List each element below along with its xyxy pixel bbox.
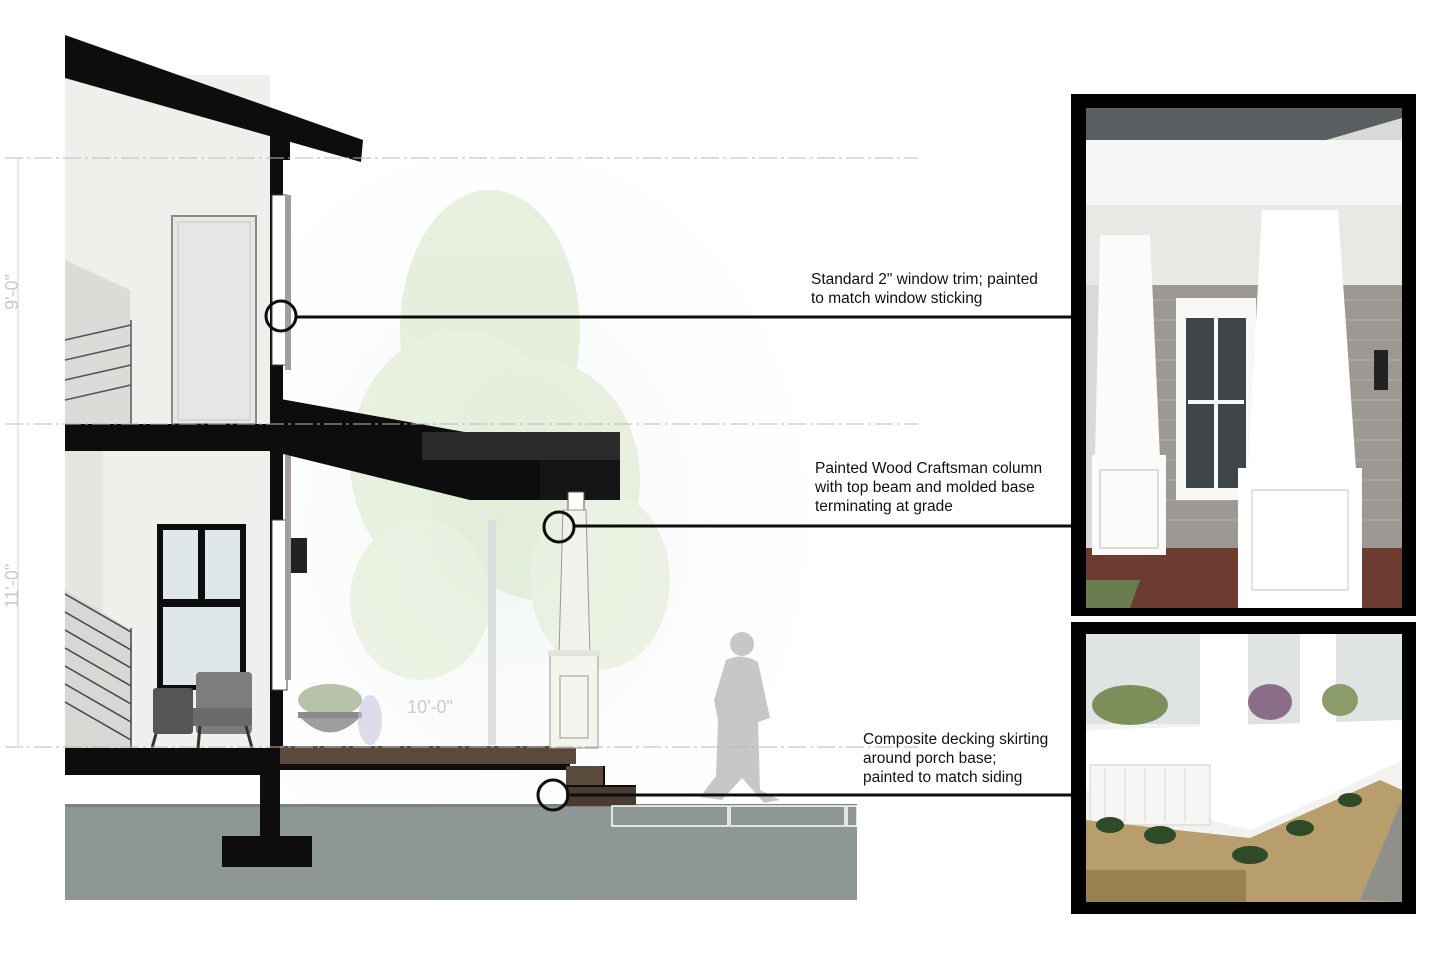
upper-floor-height-label: 9'-0" [2, 274, 22, 310]
upper-wall-top [270, 130, 290, 160]
porch-roof-shingles [422, 432, 620, 460]
porch-depth-label: 10'-0" [407, 697, 453, 717]
porch-column-photo [1071, 94, 1416, 616]
planter-with-grasses [298, 684, 382, 745]
callout-craftsman-column: Painted Wood Craftsman column with top b… [814, 460, 1046, 515]
callout-markers [264, 299, 576, 812]
upper-siding [285, 195, 291, 370]
column-marker [542, 510, 576, 544]
upper-window-section [271, 194, 288, 366]
lower-siding [285, 455, 291, 680]
upper-guardrail [64, 320, 132, 424]
porch-skirting-photo [1071, 622, 1416, 914]
callout-decking-skirting: Composite decking skirting around porch … [863, 731, 1053, 786]
sidewalk-pavers [611, 805, 858, 827]
dimension-lines [5, 157, 918, 748]
leader-lines [296, 315, 1192, 797]
porch-light-fixture [291, 538, 307, 573]
skirting-marker [536, 778, 570, 812]
window-trim-marker [264, 299, 298, 333]
porch-deck [280, 746, 576, 764]
upper-door [171, 215, 257, 425]
foundation-footing [222, 836, 312, 867]
interior-stair [64, 590, 132, 748]
ground-surface-line [65, 804, 857, 807]
ground-floor-slab [65, 748, 280, 775]
lower-floor-height-label: 11'-0" [2, 564, 22, 609]
craftsman-column [548, 509, 600, 749]
upper-floor-shadow [65, 260, 130, 425]
porch-deck-joist [280, 764, 570, 770]
person-silhouette [700, 632, 780, 803]
callout-window-trim: Standard 2" window trim; painted to matc… [811, 271, 1042, 307]
lower-window-section [271, 519, 288, 691]
lounge-chair [150, 672, 254, 749]
second-floor-slab [65, 424, 280, 451]
foundation-stem-wall [260, 760, 280, 840]
